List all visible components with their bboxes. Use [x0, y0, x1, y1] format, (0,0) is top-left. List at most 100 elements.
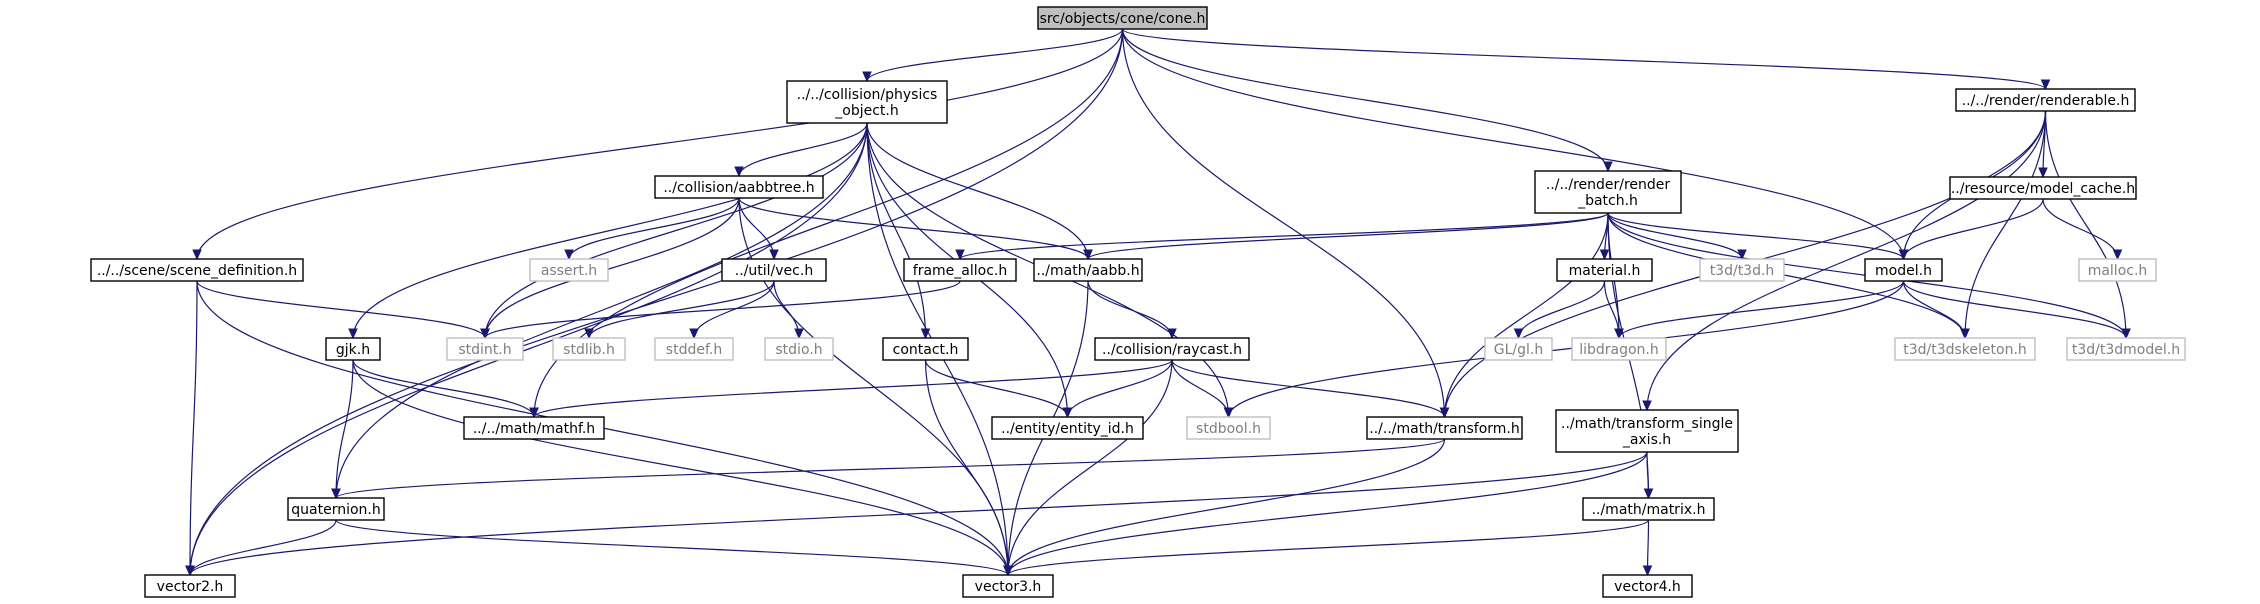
node-stdint[interactable]: stdint.h: [446, 337, 524, 361]
node-matrix[interactable]: ../math/matrix.h: [1582, 497, 1715, 521]
node-gl[interactable]: GL/gl.h: [1484, 337, 1553, 361]
arrowhead: [2112, 249, 2123, 261]
node-render-batch[interactable]: ../../render/render_batch.h: [1534, 170, 1682, 214]
arrowhead: [689, 328, 699, 340]
node-vec[interactable]: ../util/vec.h: [721, 258, 827, 282]
edge-line: [693, 280, 775, 339]
node-entity-id[interactable]: ../entity/entity_id.h: [991, 416, 1144, 440]
node-assert[interactable]: assert.h: [529, 258, 609, 282]
edge-line: [588, 280, 775, 339]
node-tsa[interactable]: ../math/transform_single_axis.h: [1555, 409, 1739, 453]
node-aabbtree[interactable]: ../collision/aabbtree.h: [654, 175, 824, 199]
arrowhead: [1737, 249, 1747, 261]
node-box: [1602, 574, 1693, 598]
node-label: quaternion.h: [291, 502, 380, 518]
edge-model_cache-to-malloc: [2042, 198, 2123, 261]
node-frame-alloc[interactable]: frame_alloc.h: [903, 258, 1017, 282]
node-box: [903, 258, 1017, 282]
node-box: [1534, 170, 1682, 214]
node-t3dmodel[interactable]: t3d/t3dmodel.h: [2066, 337, 2186, 361]
node-label: ../math/matrix.h: [1592, 502, 1706, 518]
node-t3dskeleton[interactable]: t3d/t3dskeleton.h: [1894, 337, 2036, 361]
node-box: [1094, 337, 1250, 361]
node-malloc[interactable]: malloc.h: [2078, 258, 2157, 282]
arrowhead: [1960, 328, 1970, 340]
edge-physics-to-aabbtree: [734, 122, 868, 178]
edge-line: [196, 280, 486, 339]
node-physics[interactable]: ../../collision/physics_object.h: [786, 80, 948, 124]
node-model[interactable]: model.h: [1864, 258, 1943, 282]
edge-quaternion-to-vector3: [335, 519, 1013, 577]
node-raycast[interactable]: ../collision/raycast.h: [1094, 337, 1250, 361]
edge-vec-to-stdio: [773, 280, 804, 340]
edge-aabbtree-to-vec: [738, 197, 779, 261]
node-box: [1556, 258, 1653, 282]
node-mathf[interactable]: ../../math/mathf.h: [463, 416, 605, 440]
node-aabb[interactable]: ../math/aabb.h: [1033, 258, 1143, 282]
edge-line: [924, 359, 1009, 576]
edge-line: [352, 122, 868, 339]
arrowhead: [1898, 249, 1909, 261]
node-stdio[interactable]: stdio.h: [764, 337, 834, 361]
node-vector2[interactable]: vector2.h: [144, 574, 236, 598]
edge-gjk-to-mathf: [352, 359, 539, 419]
arrowhead: [862, 71, 872, 83]
node-label: stdint.h: [458, 342, 511, 358]
edge-line: [1618, 280, 1905, 339]
node-stdbool[interactable]: stdbool.h: [1186, 416, 1271, 440]
node-material[interactable]: material.h: [1556, 258, 1653, 282]
node-stddef[interactable]: stddef.h: [654, 337, 734, 361]
edge-aabb-to-raycast: [1087, 280, 1177, 340]
node-t3d[interactable]: t3d/t3d.h: [1699, 258, 1785, 282]
edge-cone-to-renderable: [1121, 28, 2051, 91]
node-label: stdlib.h: [563, 342, 615, 358]
edge-line: [189, 280, 198, 576]
node-vector4[interactable]: vector4.h: [1602, 574, 1693, 598]
node-renderable[interactable]: ../../render/renderable.h: [1955, 88, 2136, 112]
edge-line: [2042, 198, 2119, 260]
arrowhead: [185, 565, 195, 577]
edge-transform-to-vector3: [1003, 438, 1446, 577]
node-libdragon[interactable]: libdragon.h: [1571, 337, 1667, 361]
node-label: contact.h: [893, 342, 959, 358]
arrowhead: [480, 328, 490, 340]
edge-model-to-libdragon: [1614, 280, 1905, 340]
nodes-layer: src/objects/cone/cone.h ../../collision/p…: [90, 6, 2186, 598]
node-cone[interactable]: src/objects/cone/cone.h: [1037, 6, 1208, 30]
node-contact[interactable]: contact.h: [882, 337, 969, 361]
arrowhead: [769, 249, 779, 261]
node-label: ../../scene/scene_definition.h: [97, 263, 297, 279]
node-box: [1955, 88, 2136, 112]
edge-line: [866, 122, 1089, 260]
edge-material-to-gl: [1513, 280, 1606, 340]
node-box: [2066, 337, 2186, 361]
edge-line: [484, 280, 961, 339]
edge-line: [352, 359, 535, 418]
node-label: stdbool.h: [1196, 421, 1261, 437]
node-transform[interactable]: ../../math/transform.h: [1366, 416, 1523, 440]
edge-raycast-to-mathf: [529, 359, 1173, 419]
edge-line: [484, 197, 740, 339]
node-quaternion[interactable]: quaternion.h: [287, 497, 385, 521]
node-box: [991, 416, 1144, 440]
node-model-cache[interactable]: ../resource/model_cache.h: [1949, 176, 2137, 200]
node-label: _object.h: [834, 103, 898, 119]
node-box: [90, 258, 304, 282]
edge-line: [2044, 110, 2127, 339]
edge-line: [866, 122, 927, 339]
edge-line: [189, 122, 868, 576]
node-stdlib[interactable]: stdlib.h: [552, 337, 626, 361]
node-gjk[interactable]: gjk.h: [325, 337, 381, 361]
edge-contact-to-entity_id: [924, 359, 1073, 419]
edge-matrix-to-vector3: [1003, 519, 1650, 577]
arrowhead: [794, 328, 804, 340]
edge-line: [1443, 212, 1609, 418]
edge-line: [1066, 359, 1173, 418]
edge-scene_def-to-vector2: [185, 280, 198, 577]
node-box: [1186, 416, 1271, 440]
node-scene-def[interactable]: ../../scene/scene_definition.h: [90, 258, 304, 282]
node-label: model.h: [1875, 263, 1932, 279]
arrowhead: [1513, 328, 1524, 340]
node-vector3[interactable]: vector3.h: [962, 574, 1054, 598]
node-box: [287, 497, 385, 521]
